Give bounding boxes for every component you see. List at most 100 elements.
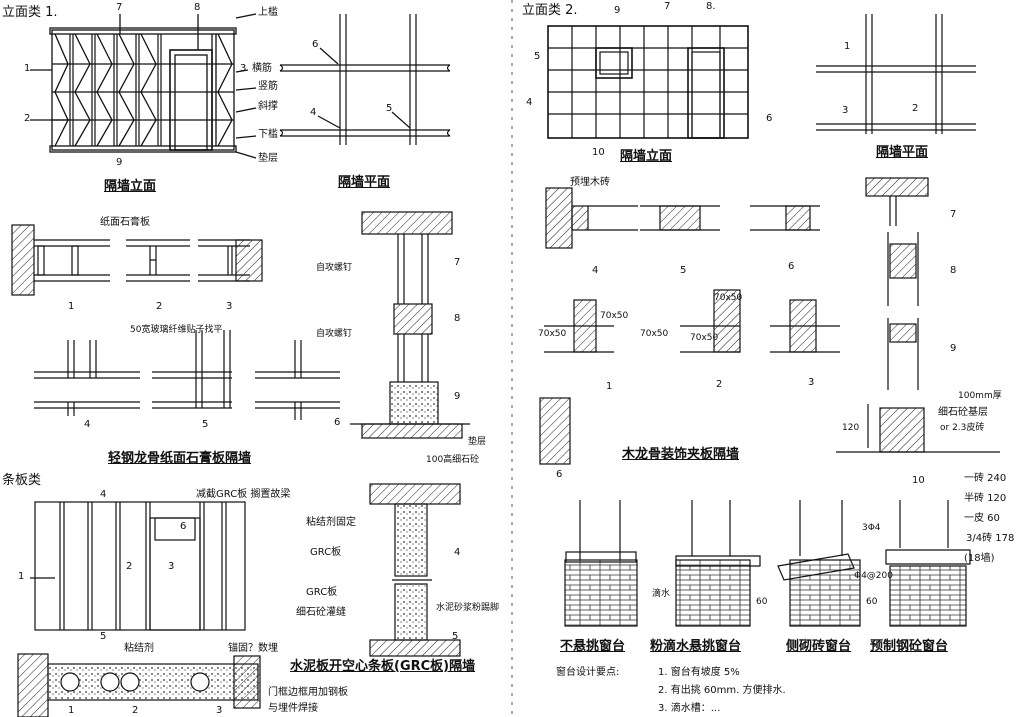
dim-70x50-5: 70x50 xyxy=(690,333,719,343)
callout-7: 7 xyxy=(116,2,123,13)
wood-keel-details xyxy=(539,177,1000,465)
detail-num-5: 5 xyxy=(202,419,209,430)
callout-9: 9 xyxy=(116,157,123,168)
section-header-panels: 条板类 xyxy=(2,473,42,488)
wood-detail-4: 4 xyxy=(592,265,599,276)
detail-num-1: 1 xyxy=(68,301,75,312)
caption-wood-keel: 木龙骨装饰夹板隔墙 xyxy=(622,447,740,462)
note-self-tapping-screw-2: 自攻螺钉 xyxy=(316,329,353,339)
callout-2: 2 xyxy=(24,113,31,124)
sill-requirement-2: 2. 有出挑 60mm. 方便排水. xyxy=(658,685,786,696)
sill-requirements-title: 窗台设计要点: xyxy=(556,667,620,678)
note-grc-door: 减截GRC板 搁置故梁 xyxy=(196,489,291,500)
detail-num-6: 6 xyxy=(334,417,341,428)
sill-1 xyxy=(564,500,638,627)
r-callout-5: 5 xyxy=(534,51,541,62)
wood-detail-7: 7 xyxy=(950,209,957,220)
note-fine-concrete-joint: 细石砼灌缝 xyxy=(296,607,346,618)
caption-left-elevation: 隔墙立面 xyxy=(104,179,157,194)
sill-label-1: 不悬挑窗台 xyxy=(560,639,626,654)
label-bottom-rail: 下槛 xyxy=(258,129,278,140)
grc-callout-3: 3 xyxy=(168,561,175,572)
r-callout-6: 6 xyxy=(766,113,773,124)
r-callout-7: 7 xyxy=(664,1,671,12)
left-plan xyxy=(279,14,451,145)
sill-requirement-3: 3. 滴水槽：... xyxy=(658,703,721,714)
label-pad: 垫层 xyxy=(258,153,278,164)
wood-detail-6b: 6 xyxy=(556,469,563,480)
brick-key-row-1: 一砖 240 xyxy=(964,473,1007,484)
sill-label-2: 粉滴水悬挑窗台 xyxy=(650,639,742,654)
note-concrete-base: 100高细石砼 xyxy=(426,455,480,465)
brick-key-row-4: 3/4砖 178 xyxy=(966,533,1015,544)
note-dim-60: 60 xyxy=(756,597,768,607)
note-embedded-wood-brick: 预埋木砖 xyxy=(570,177,610,188)
note-base-concrete: 细石砼基层 xyxy=(938,407,988,418)
note-grc-board: GRC板 xyxy=(310,547,342,558)
note-3phi4: 3Φ4 xyxy=(862,523,881,533)
brick-key-row-2: 半砖 120 xyxy=(964,493,1007,504)
note-grc-board-2: GRC板 xyxy=(306,587,338,598)
detail-num-2: 2 xyxy=(156,301,163,312)
note-door-frame: 门框边框用加钢板 xyxy=(268,687,348,698)
wood-detail-9: 9 xyxy=(950,343,957,354)
grc-bottom-1: 1 xyxy=(68,705,75,716)
note-self-tapping-screw: 自攻螺钉 xyxy=(316,263,353,273)
grc-section xyxy=(369,483,461,657)
callout-1: 1 xyxy=(24,63,31,74)
note-door-frame-2: 与埋件焊接 xyxy=(268,703,318,714)
grc-callout-2: 2 xyxy=(126,561,133,572)
left-elevation xyxy=(30,13,257,159)
plan-callout-4: 4 xyxy=(310,107,317,118)
r-callout-10: 10 xyxy=(592,147,605,158)
dim-70x50-4: 70x50 xyxy=(714,293,743,303)
wood-detail-8: 8 xyxy=(950,265,957,276)
detail-num-8: 8 xyxy=(454,313,461,324)
label-gypsum-board: 纸面石膏板 xyxy=(100,217,150,228)
grc-callout-top: 4 xyxy=(100,489,107,500)
note-glue-fix: 粘结剂固定 xyxy=(306,517,356,528)
plan-callout-6: 6 xyxy=(312,39,319,50)
sill-label-3: 侧砌砖窗台 xyxy=(786,639,852,654)
label-horizontal-rib: 横筋 xyxy=(252,63,272,74)
grc-callout-door: 6 xyxy=(180,521,187,532)
grc-bottom-3: 3 xyxy=(216,705,223,716)
sill-details xyxy=(564,500,971,627)
label-brace: 斜撑 xyxy=(258,101,278,112)
brick-key-row-5: (18墙) xyxy=(964,553,995,564)
caption-light-steel: 轻钢龙骨纸面石膏板隔墙 xyxy=(108,451,252,466)
label-top-rail: 上槛 xyxy=(258,7,278,18)
plan-callout-5: 5 xyxy=(386,103,393,114)
light-steel-details xyxy=(11,211,470,439)
grc-detail-4: 4 xyxy=(454,547,461,558)
r-callout-4: 4 xyxy=(526,97,533,108)
right-elevation xyxy=(547,25,749,139)
note-base-brick: or 2.3皮砖 xyxy=(940,423,985,433)
section-header-right: 立面类 2. xyxy=(522,3,578,18)
caption-right-plan: 隔墙平面 xyxy=(876,145,929,160)
label-vertical-rib: 竖筋 xyxy=(258,81,278,92)
dim-70x50-2: 70x50 xyxy=(538,329,567,339)
note-glue-agent: 粘结剂 xyxy=(124,643,154,654)
sill-label-4: 预制钢砼窗台 xyxy=(870,639,949,654)
right-plan xyxy=(816,14,976,134)
detail-num-9: 9 xyxy=(454,391,461,402)
detail-num-3: 3 xyxy=(226,301,233,312)
callout-3: 3 xyxy=(240,63,247,74)
dim-120: 120 xyxy=(842,423,860,433)
caption-left-plan: 隔墙平面 xyxy=(338,175,391,190)
note-pad: 垫层 xyxy=(468,437,487,447)
sill-requirement-1: 1. 窗台有坡度 5% xyxy=(658,667,740,678)
note-glass-fiber-tape: 50宽玻璃纤维贴子找平 xyxy=(130,325,223,335)
note-anchor: 锚固？数埋 xyxy=(228,643,278,654)
sill-4 xyxy=(885,500,971,627)
sill-2 xyxy=(675,500,761,627)
wood-detail-1: 1 xyxy=(606,381,613,392)
caption-grc: 水泥板开空心条板(GRC板)隔墙 xyxy=(290,659,476,674)
grc-bottom-plan xyxy=(17,653,261,717)
note-drip: 滴水 xyxy=(652,589,671,599)
dim-70x50-3: 70x50 xyxy=(640,329,669,339)
detail-num-4: 4 xyxy=(84,419,91,430)
